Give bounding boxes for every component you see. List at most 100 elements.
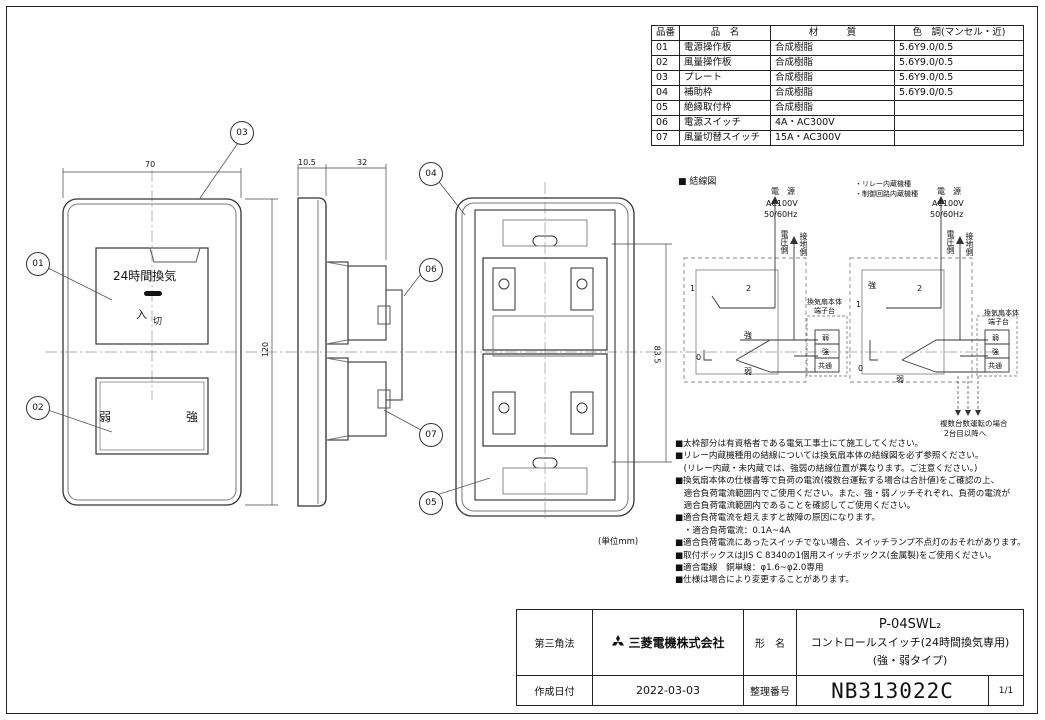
power-label-left: 電 源: [771, 187, 795, 196]
multi-unit-note-2: 2台目以降へ: [944, 429, 987, 438]
wiring-heading: ■ 結線図: [678, 177, 717, 187]
switch-strong-left: 強: [744, 331, 752, 340]
projection-label: 第三角法: [516, 609, 593, 676]
off-label: 切: [153, 317, 163, 327]
cell-no: 05: [650, 100, 681, 116]
col-header-color: 色 調(マンセル・近): [894, 25, 1025, 41]
notes-list: ■太枠部分は有資格者である電気工事士にて施工してください。 ■リレー内蔵機種用の…: [675, 438, 1035, 587]
cell-no: 02: [650, 55, 681, 71]
freq-label-left: 50/60Hz: [764, 210, 798, 219]
cell-color: 5.6Y9.0/0.5: [894, 40, 1025, 56]
terminal-common-left: 共通: [818, 362, 832, 370]
cell-color: 5.6Y9.0/0.5: [894, 55, 1025, 71]
cell-no: 03: [650, 70, 681, 86]
callout-03: 03: [230, 121, 254, 145]
cell-name: 風量操作板: [679, 55, 772, 71]
note-item: ■適合負荷電流を超えますと故障の原因になります。: [675, 513, 880, 524]
strong-label: 強: [186, 410, 199, 424]
pole-1-left: 1: [690, 284, 696, 293]
company-name: 三菱電機株式会社: [628, 635, 725, 650]
cell-material: 合成樹脂: [770, 70, 896, 86]
fan-body-right: 換気扇本体: [984, 309, 1019, 317]
terminal-weak-left: 弱: [822, 334, 829, 342]
switch-strong-right: 強: [868, 281, 876, 290]
note-item: ■適合電線 銅単線：φ1.6~φ2.0専用: [675, 563, 824, 574]
cell-no: 07: [650, 130, 681, 146]
cell-no: 01: [650, 40, 681, 56]
live-side-left: 電圧側: [780, 230, 789, 254]
note-item: ■換気扇本体の仕様書等で負荷の電流(複数台運転する場合は合計値)をご確認の上、: [675, 476, 1000, 487]
product-line-2: (強・弱タイプ): [872, 653, 948, 667]
col-header-name: 品 名: [679, 25, 772, 41]
dim-side-a: 10.5: [298, 158, 316, 167]
unit-note: (単位mm): [598, 537, 639, 547]
col-header-no: 品番: [650, 25, 681, 41]
pole-0-left: 0: [696, 353, 702, 362]
pole-2-right: 2: [917, 284, 923, 293]
dim-height-label: 120: [261, 341, 271, 358]
terminal-common-right: 共通: [988, 362, 1002, 370]
model-number: P-04SWL₂: [878, 616, 942, 632]
fan-body-left: 換気扇本体: [807, 298, 842, 306]
date-value: 2022-03-03: [592, 675, 744, 706]
front-view: [62, 198, 242, 506]
drawing-sheet: [6, 6, 1038, 714]
cell-material: 15A・AC300V: [770, 130, 896, 146]
terminal-strong-left: 強: [822, 348, 829, 356]
freq-label-right: 50/60Hz: [930, 210, 964, 219]
side-view: [297, 197, 403, 507]
terminal-weak-right: 弱: [992, 334, 999, 342]
cell-name: プレート: [679, 70, 772, 86]
pole-0-right: 0: [858, 364, 864, 373]
note-item: ■適合負荷電流にあったスイッチでない場合、スイッチランプ不点灯のおそれがあります…: [675, 538, 1026, 549]
cell-color: 5.6Y9.0/0.5: [894, 70, 1025, 86]
note-item: ■取付ボックスはJIS C 8340の1個用スイッチボックス(金属製)をご使用く…: [675, 550, 997, 561]
note-item: 適合負荷電流範囲内であることを確認してご使用ください。: [675, 501, 916, 512]
callout-07: 07: [419, 423, 443, 447]
cell-name: 補助枠: [679, 85, 772, 101]
cell-material: 合成樹脂: [770, 100, 896, 116]
side-dimensions: [297, 164, 387, 260]
switch-weak-right: 弱: [896, 375, 904, 384]
date-label: 作成日付: [516, 675, 593, 706]
doc-no-label: 整理番号: [743, 675, 797, 706]
voltage-label-right: AC100V: [932, 199, 964, 208]
wiring-diagram-left: [683, 200, 848, 383]
back-dimensions: [612, 243, 672, 463]
company-cell: 三菱電機株式会社: [592, 609, 744, 676]
cell-name: 電源スイッチ: [679, 115, 772, 131]
weak-label: 弱: [99, 410, 112, 424]
voltage-label-left: AC100V: [766, 199, 798, 208]
switch-24h-label: 24時間換気: [113, 269, 177, 283]
note-item: ■仕様は場合により変更することがあります。: [675, 575, 854, 586]
parts-table-header: 品番 品 名 材 質 色 調(マンセル・近): [650, 25, 1025, 41]
callout-04: 04: [419, 162, 443, 186]
doc-no-value: NB313022C: [796, 675, 989, 706]
on-label: 入: [136, 308, 147, 321]
callout-02: 02: [26, 396, 50, 420]
note-item: ■リレー内蔵機種用の結線については換気扇本体の結線図を必ず参照ください。: [675, 451, 984, 462]
callout-05: 05: [419, 491, 443, 515]
cell-name: 絶縁取付枠: [679, 100, 772, 116]
terminal-block-right: 端子台: [988, 318, 1009, 326]
model-label: 形 名: [743, 609, 797, 676]
cell-material: 4A・AC300V: [770, 115, 896, 131]
front-dimensions: [62, 168, 278, 506]
col-header-material: 材 質: [770, 25, 896, 41]
pole-1-right: 1: [856, 300, 862, 309]
note-item: ■太枠部分は有資格者である電気工事士にて施工してください。: [675, 439, 924, 449]
power-label-right: 電 源: [937, 187, 961, 196]
switch-weak-left: 弱: [744, 367, 752, 376]
terminal-strong-right: 強: [992, 348, 999, 356]
model-cell: P-04SWL₂ コントロールスイッチ(24時間換気専用) (強・弱タイプ): [796, 609, 1024, 676]
product-line-1: コントロールスイッチ(24時間換気専用): [810, 635, 1010, 649]
sheet-number: 1/1: [988, 675, 1024, 706]
